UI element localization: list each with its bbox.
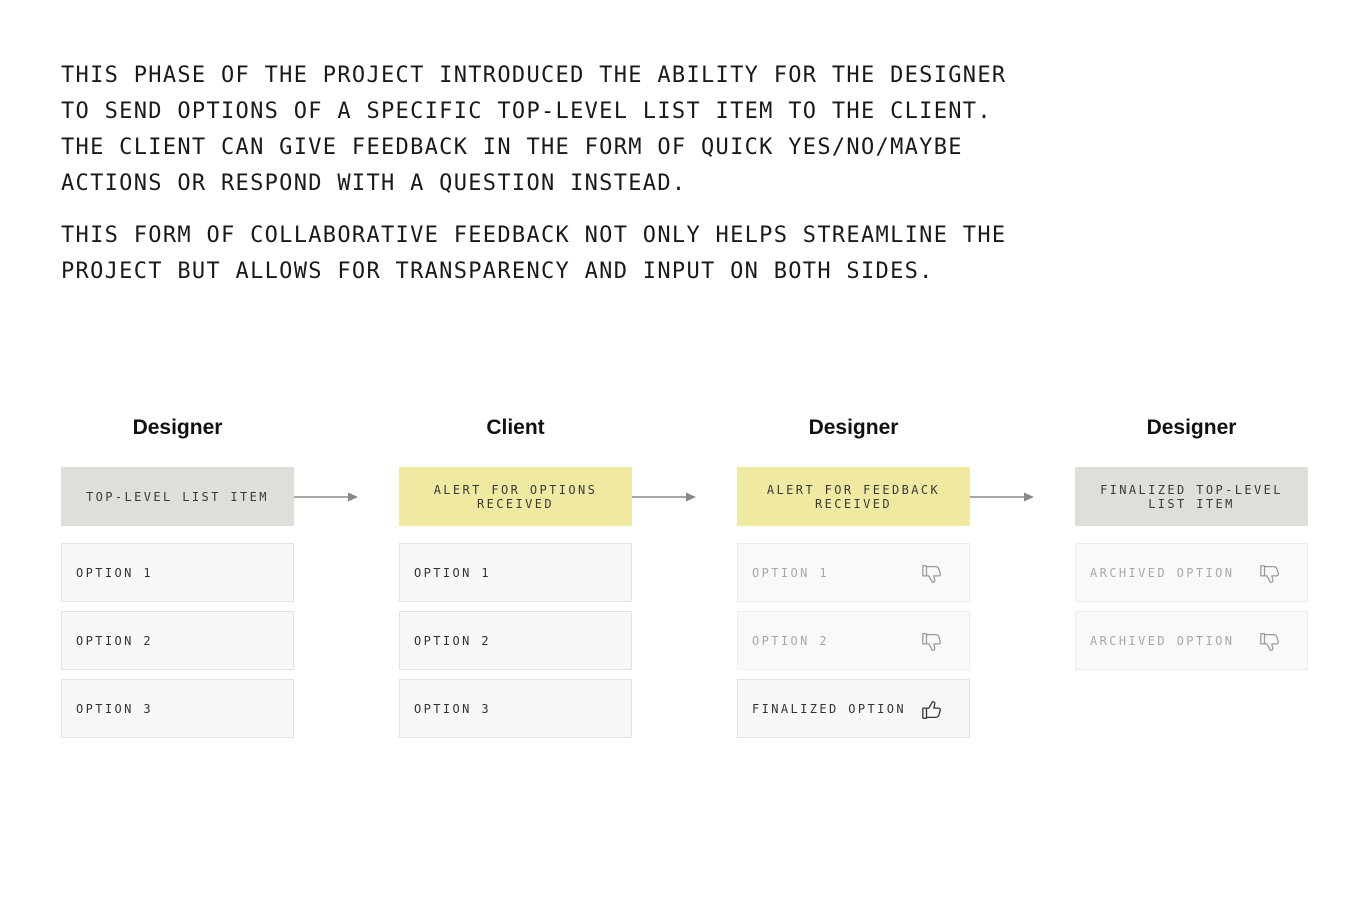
column-title: Designer bbox=[132, 416, 223, 439]
option-item[interactable]: Option 3 bbox=[399, 679, 632, 738]
option-item[interactable]: Option 3 bbox=[61, 679, 294, 738]
intro-text: This phase of the project introduced the… bbox=[61, 58, 1161, 306]
option-item[interactable]: Option 2 bbox=[737, 611, 970, 670]
thumbs-down-icon[interactable] bbox=[1259, 563, 1281, 585]
thumbs-down-icon[interactable] bbox=[1259, 631, 1281, 653]
archived-option-item[interactable]: Archived option bbox=[1075, 543, 1308, 602]
alert-options-received: Alert for options received bbox=[399, 467, 632, 526]
archived-option-item[interactable]: Archived option bbox=[1075, 611, 1308, 670]
option-label: Option 1 bbox=[414, 565, 491, 580]
alert-feedback-received: Alert for feedback received bbox=[737, 467, 970, 526]
option-label: Finalized option bbox=[752, 701, 906, 716]
option-label: Archived option bbox=[1090, 565, 1235, 580]
thumbs-up-icon[interactable] bbox=[921, 699, 943, 721]
option-label: Option 3 bbox=[76, 701, 153, 716]
option-item[interactable]: Option 1 bbox=[737, 543, 970, 602]
option-item[interactable]: Option 2 bbox=[61, 611, 294, 670]
option-item[interactable]: Option 1 bbox=[61, 543, 294, 602]
option-label: Option 1 bbox=[752, 565, 829, 580]
arrow-right-icon bbox=[294, 492, 358, 502]
option-label: Archived option bbox=[1090, 633, 1235, 648]
option-label: Option 3 bbox=[414, 701, 491, 716]
column-title: Client bbox=[486, 416, 545, 439]
thumbs-down-icon[interactable] bbox=[921, 563, 943, 585]
intro-paragraph-1: This phase of the project introduced the… bbox=[61, 63, 1007, 196]
finalized-option-item[interactable]: Finalized option bbox=[737, 679, 970, 738]
intro-paragraph-2: This form of collaborative feedback not … bbox=[61, 223, 1007, 284]
option-item[interactable]: Option 2 bbox=[399, 611, 632, 670]
arrow-right-icon bbox=[970, 492, 1034, 502]
option-item[interactable]: Option 1 bbox=[399, 543, 632, 602]
finalized-top-level-item: Finalized top-level list item bbox=[1075, 467, 1308, 526]
column-title: Designer bbox=[808, 416, 899, 439]
column-title: Designer bbox=[1146, 416, 1237, 439]
thumbs-down-icon[interactable] bbox=[921, 631, 943, 653]
flow-column-client: Client Alert for options received Option… bbox=[399, 410, 696, 738]
option-label: Option 1 bbox=[76, 565, 153, 580]
arrow-right-icon bbox=[632, 492, 696, 502]
flow-column-designer-feedback: Designer Alert for feedback received Opt… bbox=[737, 410, 1034, 738]
flow-column-designer-final: Designer Finalized top-level list item A… bbox=[1075, 410, 1308, 670]
top-level-list-item: Top-level list item bbox=[61, 467, 294, 526]
option-label: Option 2 bbox=[414, 633, 491, 648]
option-label: Option 2 bbox=[752, 633, 829, 648]
flow-column-designer-start: Designer Top-level list item Option 1 Op… bbox=[61, 410, 358, 738]
option-label: Option 2 bbox=[76, 633, 153, 648]
